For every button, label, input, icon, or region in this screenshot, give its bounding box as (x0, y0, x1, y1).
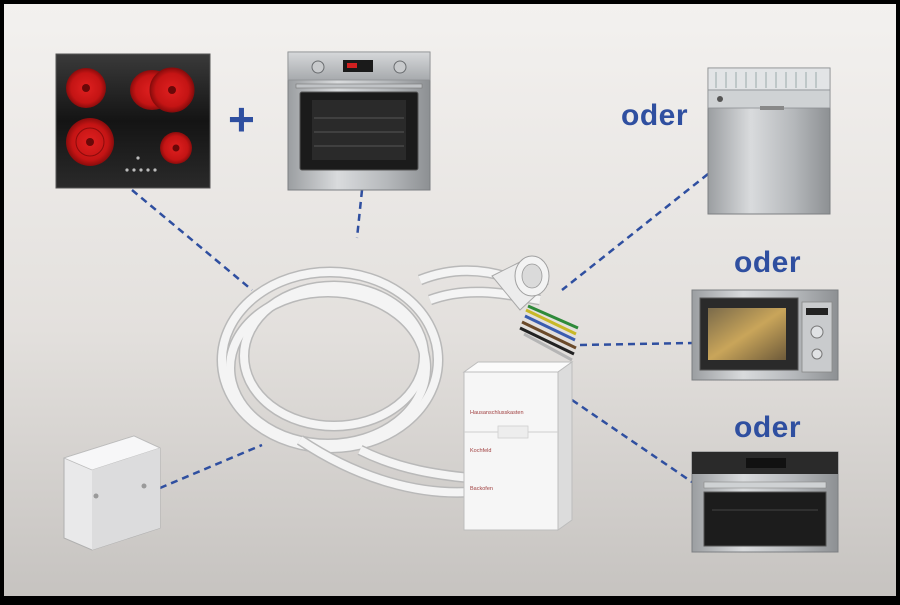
schuko-plug-icon (491, 255, 550, 311)
plus-sign: + (228, 96, 255, 145)
microwave-icon (691, 289, 839, 381)
connector-socket-plate (159, 443, 263, 490)
connector-oven (355, 189, 364, 239)
built-in-oven-icon (287, 51, 431, 191)
wall-socket-plate-icon (62, 435, 162, 551)
dishwasher-icon (707, 67, 831, 215)
connector-compact-oven (571, 398, 693, 484)
connector-lines (131, 173, 709, 490)
junction-box-label-2: Kochfeld (470, 448, 491, 454)
oder-label-microwave: oder (734, 246, 802, 279)
connector-hob (131, 189, 253, 291)
oder-label-oven: oder (734, 411, 802, 444)
junction-box-icon: Hausanschlusskasten Kochfeld Backofen (462, 361, 574, 531)
junction-box-label-1: Hausanschlusskasten (470, 410, 524, 416)
cable-coil-icon (216, 265, 541, 498)
connector-microwave (579, 341, 693, 347)
junction-box-label-3: Backofen (470, 486, 493, 492)
ceramic-hob-icon (55, 53, 211, 189)
oder-label-dishwasher: oder (621, 99, 689, 132)
bare-wire-ends (519, 304, 579, 362)
plus-sign-holder: + (228, 96, 255, 145)
compact-oven-icon (691, 451, 839, 553)
